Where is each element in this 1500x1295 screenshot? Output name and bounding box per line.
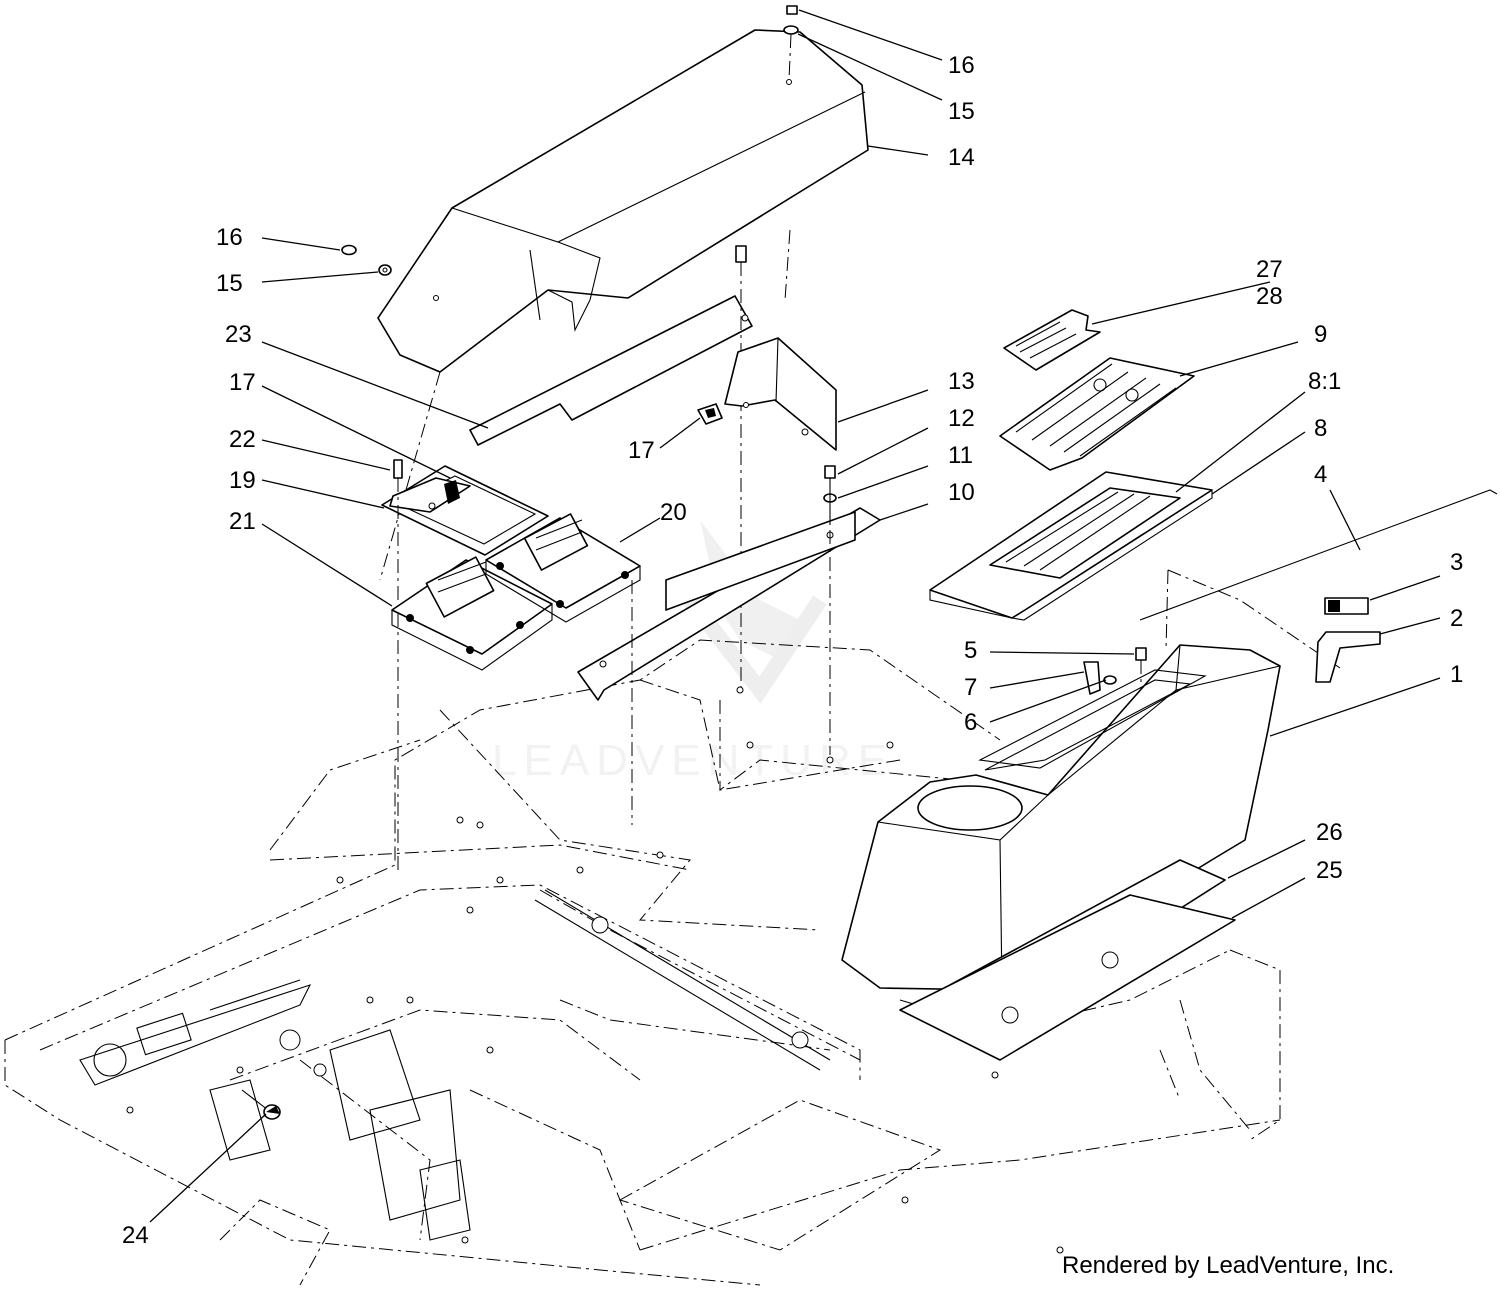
clip-17 — [697, 403, 723, 425]
screw-washer-left — [341, 244, 439, 301]
callout-9: 9 — [1314, 321, 1327, 348]
bracket-10 — [577, 507, 881, 764]
plate-25 — [899, 894, 1236, 1061]
screw-washer-top — [783, 5, 799, 85]
bolt-12-washer-11 — [823, 465, 837, 755]
callout-25: 25 — [1316, 857, 1343, 884]
callout-20: 20 — [660, 499, 687, 526]
watermark: LEADVENTURE — [492, 520, 894, 785]
decal-9 — [999, 357, 1195, 471]
callout-3: 3 — [1450, 549, 1463, 576]
callout-1: 1 — [1450, 661, 1463, 688]
callout-26: 26 — [1316, 819, 1343, 846]
callout-12: 12 — [948, 405, 975, 432]
callout-8-1: 8:1 — [1308, 368, 1341, 395]
bracket-13 — [724, 337, 837, 451]
callout-14: 14 — [948, 144, 975, 171]
seat-cushion-14 — [377, 29, 869, 581]
watermark-text: LEADVENTURE — [492, 736, 894, 785]
callout-24: 24 — [122, 1222, 149, 1249]
rod-4 — [1139, 489, 1498, 669]
callout-7: 7 — [964, 674, 977, 701]
frame-chassis — [4, 639, 1281, 1286]
callout-15-left: 15 — [216, 270, 243, 297]
callout-6: 6 — [964, 709, 977, 736]
bracket-2 — [1315, 631, 1381, 683]
callout-10: 10 — [948, 479, 975, 506]
callout-17-left: 17 — [229, 369, 256, 396]
console-cover-8 — [929, 471, 1213, 621]
callout-16-top: 16 — [948, 52, 975, 79]
bracket-23 — [469, 245, 753, 690]
callout-27: 27 — [1256, 256, 1283, 283]
callout-22: 22 — [229, 426, 256, 453]
controller-module-21 — [391, 556, 553, 671]
callout-28: 28 — [1256, 283, 1283, 310]
hardware-5-6-7 — [1083, 647, 1147, 710]
callout-23: 23 — [225, 321, 252, 348]
callout-17-center: 17 — [628, 437, 655, 464]
callout-13: 13 — [948, 368, 975, 395]
decal-27-28 — [1003, 309, 1101, 371]
render-credit: Rendered by LeadVenture, Inc. — [1062, 1252, 1395, 1279]
callout-15-top: 15 — [948, 98, 975, 125]
pin-24 — [241, 1089, 281, 1120]
callout-8: 8 — [1314, 415, 1327, 442]
callout-labels: 16 15 14 16 15 27 28 9 8:1 8 4 3 2 1 23 … — [122, 52, 1463, 1249]
callout-19: 19 — [229, 467, 256, 494]
console-housing-1 — [841, 644, 1281, 991]
callout-11: 11 — [948, 442, 973, 469]
callout-5: 5 — [964, 637, 977, 664]
callout-21: 21 — [229, 508, 256, 535]
callout-2: 2 — [1450, 605, 1463, 632]
controller-mount-19 — [381, 459, 549, 870]
clip-3 — [1324, 597, 1369, 615]
callout-4: 4 — [1314, 461, 1327, 488]
callout-16-left: 16 — [216, 224, 243, 251]
leader-lines — [149, 9, 1441, 1223]
controller-module-20 — [485, 513, 641, 825]
